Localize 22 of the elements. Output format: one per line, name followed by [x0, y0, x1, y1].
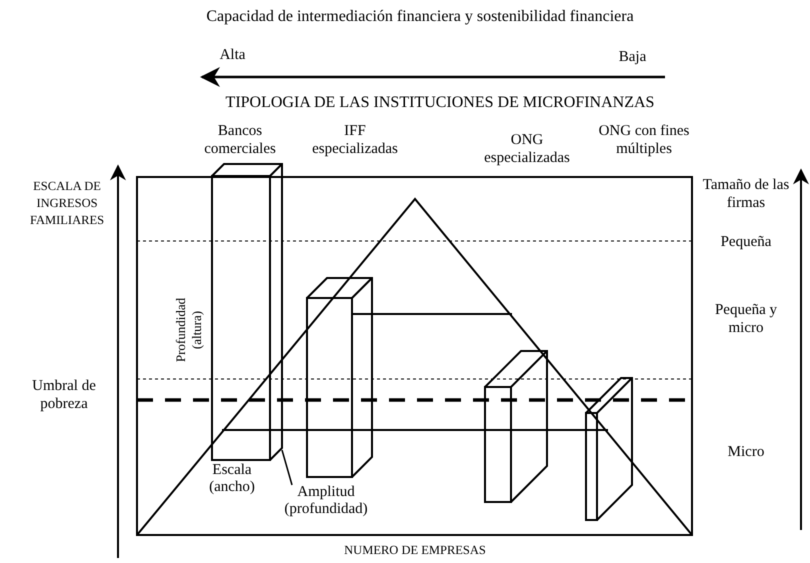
category-label: Tamaño de las firmas — [702, 176, 790, 212]
scale-label: Baja — [618, 48, 648, 66]
dimension-label: Profundidad (altura) — [173, 296, 205, 364]
callout-label: Amplitud (profundidad) — [276, 484, 376, 518]
axis-label: Umbral de pobreza — [31, 377, 97, 413]
institution-label: Bancos comerciales — [203, 122, 277, 158]
scale-label: Alta — [218, 46, 246, 64]
heading: Capacidad de intermediación financiera y sostenibilidad financiera — [205, 8, 635, 26]
institution-label: ONG con fines múltiples — [598, 122, 690, 158]
prism-drawing — [484, 350, 548, 503]
leader-line — [281, 450, 293, 486]
institution-label: IFF especializadas — [311, 122, 399, 158]
category-label: Pequeña y micro — [714, 301, 778, 337]
prism-drawing — [211, 163, 283, 461]
axis-label: ESCALA DE INGRESOS FAMILIARES — [28, 178, 106, 229]
dimension-label: Escala (ancho) — [208, 462, 256, 496]
category-label: Micro — [726, 443, 766, 461]
institution-label: ONG especializadas — [483, 131, 571, 167]
heading: TIPOLOGIA DE LAS INSTITUCIONES DE MICROFINANZAS — [224, 94, 656, 112]
category-label: Pequeña — [720, 233, 772, 251]
axis-label: NUMERO DE EMPRESAS — [343, 542, 487, 559]
prism-drawing — [585, 377, 633, 521]
